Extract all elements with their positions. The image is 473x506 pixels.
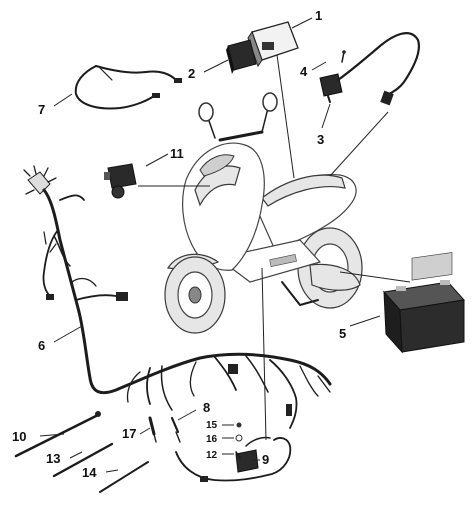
callout-15: 15	[206, 420, 218, 431]
callout-1: 1	[315, 8, 322, 23]
part-4-screw	[341, 50, 346, 63]
part-8-connector	[170, 416, 181, 443]
part-12-screw	[235, 451, 241, 459]
callout-11: 11	[170, 146, 184, 161]
callout-labels: 1 2 3 4 5 6 7 8 9 10 11 12 13 14 15 16 1…	[12, 8, 346, 480]
leader-lines	[39, 17, 411, 473]
callout-4: 4	[300, 64, 308, 79]
callout-2: 2	[188, 66, 195, 81]
part-11-switch	[104, 163, 137, 199]
part-3-ignition-coil	[319, 32, 420, 106]
callout-3: 3	[317, 132, 324, 147]
part-15-nut	[236, 422, 242, 428]
part-7-ground-cable	[74, 65, 182, 110]
part-9-wired-unit	[175, 436, 292, 482]
part-13-cable-tie	[52, 442, 114, 478]
callout-13: 13	[46, 451, 60, 466]
part-16-washer	[235, 434, 243, 442]
callout-8: 8	[203, 400, 210, 415]
scooter-illustration	[164, 92, 363, 334]
callout-12: 12	[206, 450, 218, 461]
callout-7: 7	[38, 102, 45, 117]
callout-10: 10	[12, 429, 26, 444]
callout-9: 9	[262, 452, 269, 467]
callout-14: 14	[82, 465, 97, 480]
callout-16: 16	[206, 434, 218, 445]
part-14-cable-tie	[99, 461, 149, 493]
part-6-main-harness	[23, 165, 332, 429]
part-1-cdi-unit	[247, 21, 299, 68]
callout-17: 17	[122, 426, 136, 441]
part-17-connector	[148, 416, 157, 443]
part-2-relay	[226, 39, 257, 74]
part-5-battery	[383, 252, 465, 354]
callout-5: 5	[339, 326, 346, 341]
callout-6: 6	[38, 338, 45, 353]
part-10-cable-tie	[14, 411, 101, 458]
